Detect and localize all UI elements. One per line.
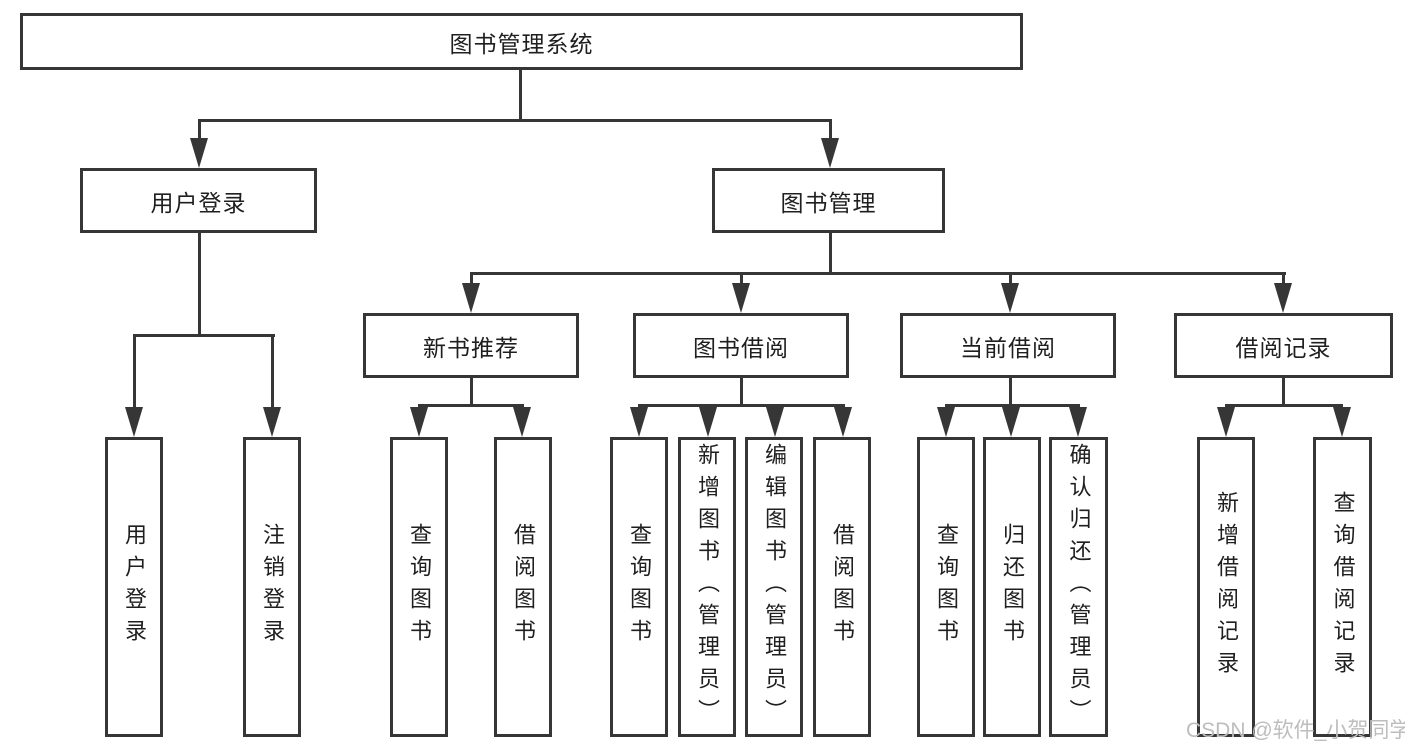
connector-line [470,272,1286,275]
connector-line [945,404,1080,407]
leaf-label-query-book-1: 查询图书 [407,523,432,651]
diagram-leaf-query-book-2: 查询图书 [610,437,668,737]
watermark-text: CSDN @软件_小贺同学 [1186,719,1405,742]
connector-line [519,70,522,121]
arrow-down-icon [937,407,955,437]
diagram-leaf-logout: 注销登录 [243,437,301,737]
node-label-book-borrow: 图书借阅 [693,334,789,361]
arrow-down-icon [1069,407,1087,437]
leaf-label-return-book: 归还图书 [1000,523,1025,651]
node-label-new-book-recommend: 新书推荐 [423,334,519,361]
leaf-label-borrow-book-1: 借阅图书 [511,523,536,651]
connector-line [1009,378,1012,407]
node-label-current-borrow: 当前借阅 [960,334,1056,361]
connector-line [1282,378,1285,407]
connector-line [829,233,832,275]
connector-line [133,334,136,410]
arrow-down-icon [513,407,531,437]
diagram-leaf-add-borrow-record: 新增借阅记录 [1197,437,1255,737]
arrow-down-icon [190,138,208,168]
connector-line [1225,404,1343,407]
arrow-down-icon [630,407,648,437]
diagram-node-book-management: 图书管理 [712,168,945,233]
diagram-node-borrow-record: 借阅记录 [1174,313,1393,378]
node-label-root: 图书管理系统 [449,30,594,57]
arrow-down-icon [462,283,480,313]
diagram-node-book-borrow: 图书借阅 [633,313,849,378]
connector-line [829,119,832,143]
diagram-leaf-query-borrow-record: 查询借阅记录 [1313,437,1372,737]
diagram-leaf-borrow-book-1: 借阅图书 [494,437,552,737]
leaf-label-add-book-admin: 新增图书（管理员） [695,443,720,731]
node-label-borrow-record: 借阅记录 [1235,334,1332,361]
leaf-label-user-login: 用户登录 [122,523,147,651]
arrow-down-icon [1002,407,1020,437]
connector-line [418,404,524,407]
leaf-label-edit-book-admin: 编辑图书（管理员） [762,443,787,731]
connector-line [470,272,473,286]
diagram-leaf-confirm-return-admin: 确认归还（管理员） [1049,437,1108,737]
connector-line [740,378,743,407]
connector-line [133,334,275,337]
leaf-label-logout: 注销登录 [260,523,285,651]
connector-line [198,119,832,122]
arrow-down-icon [732,283,750,313]
diagram-leaf-query-book-1: 查询图书 [390,437,448,737]
connector-line [638,404,845,407]
diagram-node-root: 图书管理系统 [20,13,1023,70]
arrow-down-icon [834,407,852,437]
diagram-leaf-add-book-admin: 新增图书（管理员） [678,437,736,737]
diagram-node-user-login: 用户登录 [80,168,317,233]
arrow-down-icon [125,407,143,437]
connector-line [470,378,473,407]
connector-line [740,272,743,286]
diagram-leaf-borrow-book-2: 借阅图书 [813,437,871,737]
connector-line [1009,272,1012,286]
arrow-down-icon [1217,407,1235,437]
diagram-leaf-edit-book-admin: 编辑图书（管理员） [745,437,803,737]
node-label-book-management: 图书管理 [780,189,877,216]
arrow-down-icon [699,407,717,437]
connector-line [271,334,274,410]
arrow-down-icon [1333,407,1351,437]
leaf-label-add-borrow-record: 新增借阅记录 [1214,491,1239,683]
diagram-node-current-borrow: 当前借阅 [900,313,1116,378]
arrow-down-icon [410,407,428,437]
leaf-label-confirm-return-admin: 确认归还（管理员） [1066,443,1092,731]
connector-line [198,233,201,337]
diagram-leaf-query-book-3: 查询图书 [917,437,975,737]
arrow-down-icon [1274,283,1292,313]
diagram-leaf-user-login: 用户登录 [105,437,163,737]
connector-line [198,119,201,143]
leaf-label-query-borrow-record: 查询借阅记录 [1330,491,1356,683]
diagram-leaf-return-book: 归还图书 [983,437,1041,737]
arrow-down-icon [263,407,281,437]
arrow-down-icon [766,407,784,437]
connector-line [1282,272,1285,286]
leaf-label-query-book-3: 查询图书 [934,523,959,651]
node-label-user-login: 用户登录 [150,189,247,216]
arrow-down-icon [1001,283,1019,313]
diagram-node-new-book-recommend: 新书推荐 [363,313,579,378]
arrow-down-icon [821,138,839,168]
leaf-label-query-book-2: 查询图书 [627,523,652,651]
leaf-label-borrow-book-2: 借阅图书 [830,523,855,651]
